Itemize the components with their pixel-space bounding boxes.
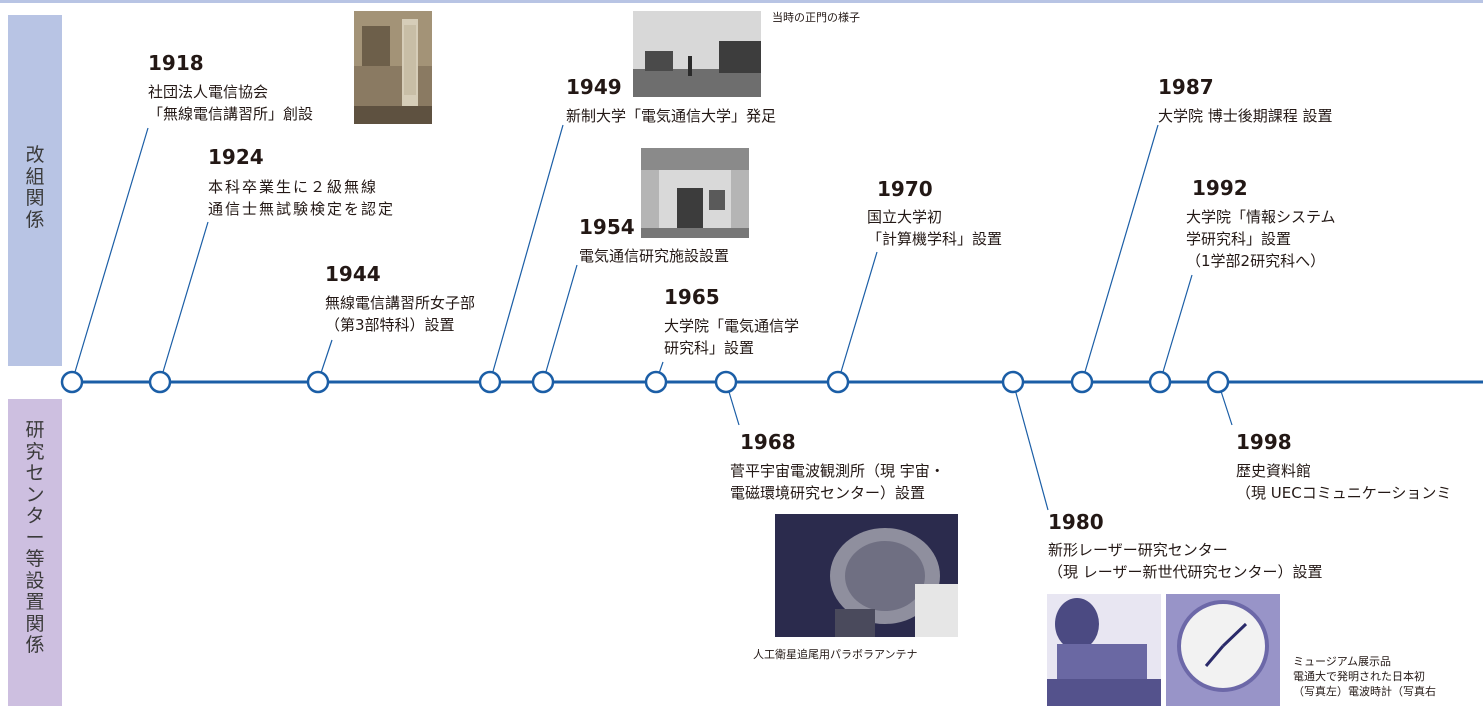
caption-museum-line: ミュージアム展示品 [1293, 655, 1392, 668]
category-band-top [8, 15, 62, 366]
event-desc-line: 大学院「情報システム [1186, 208, 1336, 226]
category-label-char: 置 [25, 591, 45, 613]
photo-radio-clock [1166, 594, 1280, 706]
event-desc-1968: 菅平宇宙電波観測所（現 宇宙・ 電磁環境研究センター）設置 [730, 460, 945, 504]
category-label-char: ー [25, 526, 45, 549]
event-desc-line: 菅平宇宙電波観測所（現 宇宙・ [730, 462, 945, 480]
photo-antenna [775, 514, 958, 637]
event-desc-line: 無線電信講習所女子部 [325, 294, 476, 312]
event-desc-1918: 社団法人電信協会 「無線電信講習所」創設 [148, 81, 313, 125]
category-label-char: 等 [25, 548, 45, 570]
event-desc-line: （1学部2研究科へ） [1186, 252, 1326, 270]
photo-laser-device [1047, 594, 1161, 706]
category-label-char: 関 [25, 612, 45, 635]
event-desc-1987: 大学院 博士後期課程 設置 [1158, 105, 1333, 127]
event-year-1965: 1965 [664, 285, 720, 309]
caption-museum-line: 電通大で発明された日本初 [1293, 670, 1425, 683]
event-desc-1949: 新制大学「電気通信大学」発足 [566, 105, 776, 127]
event-desc-1998: 歴史資料館 （現 UECコミュニケーションミ [1236, 460, 1451, 504]
timeline-node-1949 [478, 370, 502, 394]
event-year-1954: 1954 [579, 215, 635, 239]
caption-museum-line: （写真左）電波時計（写真右 [1293, 685, 1436, 698]
event-year-1980: 1980 [1048, 510, 1104, 534]
category-label-char: 研 [25, 419, 45, 441]
event-desc-line: 新制大学「電気通信大学」発足 [566, 107, 777, 125]
event-desc-line: 電磁環境研究センター）設置 [730, 484, 926, 502]
event-desc-line: 社団法人電信協会 [148, 83, 269, 101]
timeline-node-1954 [531, 370, 555, 394]
event-year-1970: 1970 [877, 177, 933, 201]
event-desc-line: 大学院 博士後期課程 設置 [1158, 107, 1333, 125]
category-label-char: タ [25, 505, 45, 527]
event-desc-line: （現 UECコミュニケーションミ [1236, 484, 1452, 502]
leader-1954 [542, 264, 578, 383]
event-desc-line: 新形レーザー研究センター [1048, 541, 1228, 559]
caption-antenna: 人工衛星追尾用パラボラアンテナ [753, 648, 918, 661]
event-desc-1992: 大学院「情報システム 学研究科」設置 （1学部2研究科へ） [1186, 206, 1336, 272]
category-label-char: 関 [25, 187, 45, 209]
event-desc-1954: 電気通信研究施設設置 [579, 245, 729, 267]
event-desc-line: 電気通信研究施設設置 [579, 247, 730, 265]
photo-1918-gate-sign [354, 11, 432, 124]
category-label-char: 究 [25, 440, 45, 463]
event-desc-1980: 新形レーザー研究センター （現 レーザー新世代研究センター）設置 [1048, 539, 1322, 583]
event-year-1949: 1949 [566, 75, 622, 99]
category-label-top: 改組関係 [8, 144, 62, 231]
timeline-node-1998 [1206, 370, 1230, 394]
category-label-char: セ [25, 462, 45, 484]
timeline-node-1987 [1070, 370, 1094, 394]
event-year-1987: 1987 [1158, 75, 1214, 99]
event-desc-line: （第3部特科）設置 [325, 316, 455, 334]
leader-1980 [1012, 381, 1049, 511]
event-desc-line: 本科卒業生に２級無線 [208, 178, 379, 196]
event-year-1968: 1968 [740, 430, 796, 454]
leader-1918 [71, 127, 149, 383]
timeline-node-1918 [60, 370, 84, 394]
event-desc-line: 国立大学初 [867, 208, 943, 226]
event-year-1998: 1998 [1236, 430, 1292, 454]
leader-1970 [837, 251, 878, 383]
category-label-char: ン [25, 483, 45, 506]
event-desc-line: 学研究科」設置 [1186, 230, 1292, 248]
event-desc-1965: 大学院「電気通信学 研究科」設置 [664, 315, 799, 359]
leader-1949 [489, 124, 564, 383]
event-desc-line: 研究科」設置 [664, 339, 755, 357]
top-rule [0, 0, 1483, 3]
event-desc-line: 「計算機学科」設置 [867, 230, 1003, 248]
event-year-1992: 1992 [1192, 176, 1248, 200]
category-label-bottom: 研究センター等設置関係 [8, 419, 62, 657]
category-label-char: 設 [25, 569, 45, 592]
timeline-node-1924 [148, 370, 172, 394]
caption-museum: ミュージアム展示品 電通大で発明された日本初 （写真左）電波時計（写真右 [1293, 654, 1436, 699]
leader-1987 [1081, 124, 1159, 383]
event-desc-line: 「無線電信講習所」創設 [148, 105, 314, 123]
event-desc-line: 大学院「電気通信学 [664, 317, 800, 335]
timeline-node-1965 [644, 370, 668, 394]
timeline-node-1980 [1001, 370, 1025, 394]
category-label-char: 改 [25, 144, 45, 166]
category-band-bottom [8, 399, 62, 706]
event-desc-1970: 国立大学初 「計算機学科」設置 [867, 206, 1002, 250]
event-desc-1924: 本科卒業生に２級無線 通信士無試験検定を認定 [208, 176, 395, 220]
photo-1954-building [641, 148, 749, 238]
event-desc-line: 歴史資料館 [1236, 462, 1312, 480]
event-desc-1944: 無線電信講習所女子部 （第3部特科）設置 [325, 292, 475, 336]
event-desc-line: （現 レーザー新世代研究センター）設置 [1048, 563, 1323, 581]
timeline-node-1944 [306, 370, 330, 394]
event-year-1944: 1944 [325, 262, 381, 286]
timeline-node-1992 [1148, 370, 1172, 394]
category-label-char: 組 [25, 165, 45, 188]
category-label-char: 係 [25, 634, 45, 656]
timeline-node-1970 [826, 370, 850, 394]
leader-1992 [1159, 274, 1193, 383]
leader-1924 [159, 221, 209, 383]
category-label-char: 係 [25, 208, 45, 231]
timeline-node-1968 [714, 370, 738, 394]
photo-gate [633, 11, 761, 97]
event-desc-line: 通信士無試験検定を認定 [208, 200, 396, 218]
event-year-1924: 1924 [208, 145, 264, 169]
event-year-1918: 1918 [148, 51, 204, 75]
caption-gate: 当時の正門の様子 [772, 11, 860, 24]
